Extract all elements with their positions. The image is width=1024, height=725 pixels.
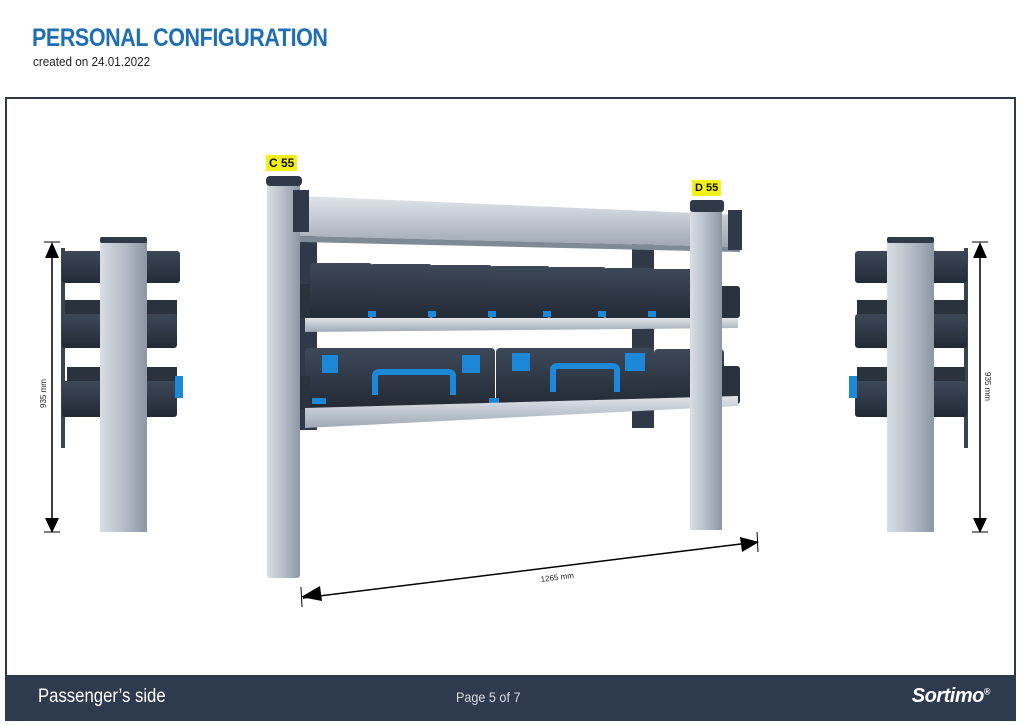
post-label-right: D 55 [692,180,722,196]
view-side-label: Passenger’s side [38,686,166,707]
page-title: PERSONAL CONFIGURATION [32,24,328,52]
created-date: created on 24.01.2022 [33,54,151,69]
width-dimension [300,531,759,608]
height-dimension-left [44,241,60,533]
height-dimension-left-label: 935 mm [39,379,48,408]
sortimo-logo-text: Sortimo [911,685,985,707]
height-dimension-right [972,241,988,533]
main-shelving-view [266,176,742,578]
right-side-view [849,237,968,532]
post-label-left: C 55 [266,155,298,171]
sortimo-logo: Sortimo® [911,685,991,708]
width-dimension-label: 1265 mm [540,571,575,584]
registered-mark: ® [983,686,991,697]
height-dimension-right-label: 935 mm [983,372,992,401]
left-side-view [61,237,183,532]
footer-bar: Passenger’s side Page 5 of 7 Sortimo® [5,675,1016,721]
small-box-row [296,263,740,318]
page-number: Page 5 of 7 [456,689,521,705]
case-row [296,348,740,410]
